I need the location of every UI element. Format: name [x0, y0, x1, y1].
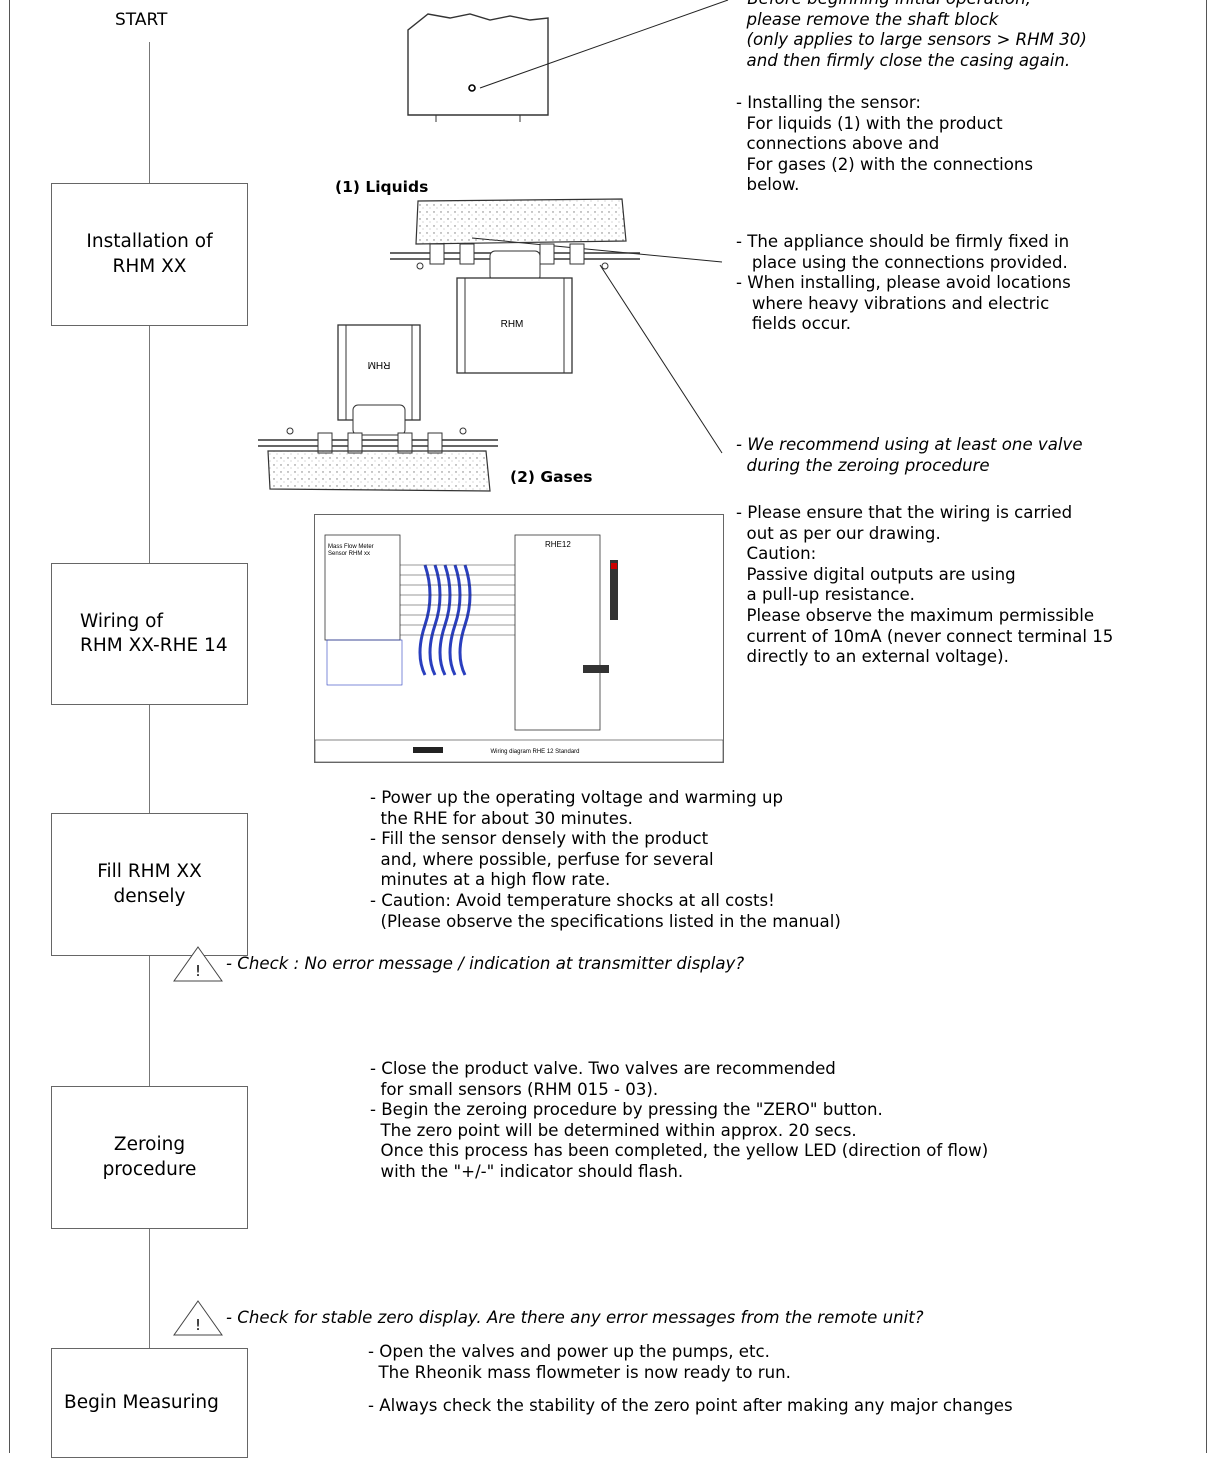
step-installation: Installation of RHM XX [51, 183, 248, 326]
step-measuring: Begin Measuring [51, 1348, 248, 1458]
gases-label: (2) Gases [510, 468, 593, 486]
page-frame-left [9, 0, 10, 1453]
gases-sensor-illustration: RHM [258, 324, 498, 492]
warning-triangle-icon: ! [173, 946, 223, 982]
rhm-label-liquids: RHM [501, 319, 524, 330]
svg-text:!: ! [195, 962, 201, 980]
start-label: START [115, 10, 168, 30]
step-zeroing: Zeroing procedure [51, 1086, 248, 1229]
measuring-note-1: - Open the valves and power up the pumps… [368, 1342, 791, 1382]
wiring-note: - Please ensure that the wiring is carri… [736, 503, 1114, 667]
warning-triangle-icon: ! [173, 1300, 223, 1336]
shaft-block-note: - Before beginning initial operation, pl… [736, 0, 1087, 70]
check-text-1: - Check : No error message / indication … [226, 953, 745, 973]
measuring-note-2: - Always check the stability of the zero… [368, 1396, 1013, 1415]
liquids-sensor-illustration: RHM [390, 198, 640, 374]
check-row-2: ! - Check for stable zero display. Are t… [172, 1299, 924, 1337]
fixing-note: - The appliance should be firmly fixed i… [736, 232, 1071, 334]
wiring-diagram-thumbnail: Wiring diagram RHE 12 Standard Mass Flow… [314, 514, 724, 763]
sensor-install-note: - Installing the sensor: For liquids (1)… [736, 93, 1034, 195]
wiring-footer-title: Wiring diagram RHE 12 Standard [490, 749, 579, 755]
step-fill: Fill RHM XX densely [51, 813, 248, 956]
valve-note: - We recommend using at least one valve … [736, 435, 1083, 475]
svg-text:!: ! [195, 1316, 201, 1334]
flow-spine [149, 42, 150, 1453]
page-frame-right [1206, 0, 1207, 1453]
liquids-label: (1) Liquids [335, 178, 429, 196]
fill-note: - Power up the operating voltage and war… [370, 788, 841, 931]
check-text-2: - Check for stable zero display. Are the… [226, 1307, 924, 1327]
casing-illustration [407, 13, 549, 122]
zeroing-note: - Close the product valve. Two valves ar… [370, 1059, 989, 1181]
step-wiring: Wiring of RHM XX-RHE 14 [51, 563, 248, 705]
check-row-1: ! - Check : No error message / indicatio… [172, 945, 744, 983]
wiring-rhe-title: RHE12 [545, 540, 571, 549]
rhm-label-gases: RHM [368, 359, 391, 370]
